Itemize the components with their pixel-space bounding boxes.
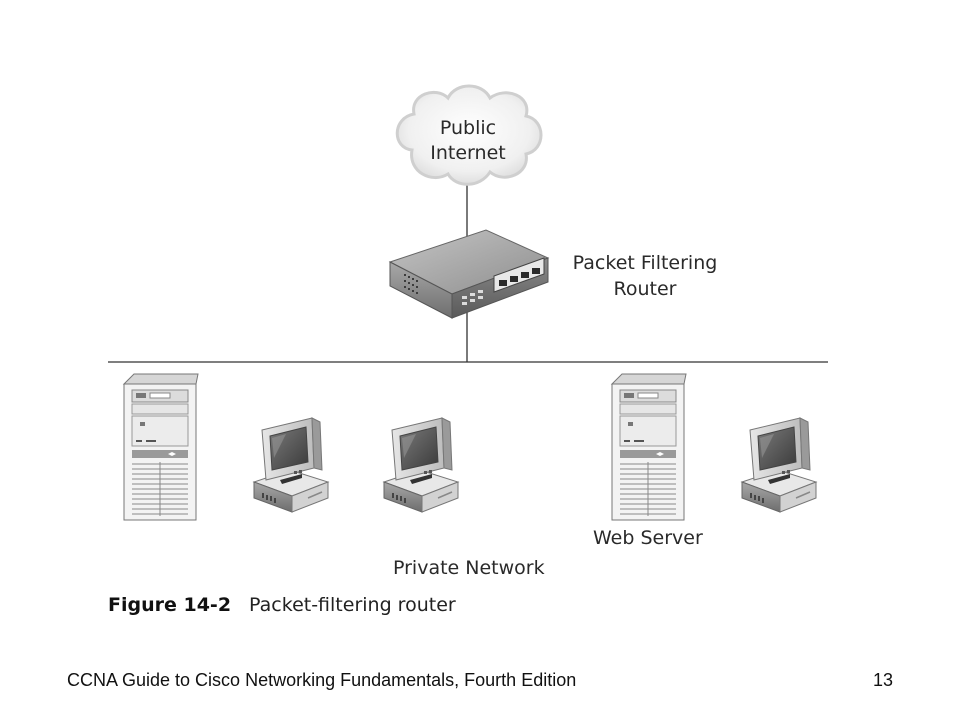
workstation-icon: [741, 417, 817, 513]
cloud-icon: [395, 84, 543, 186]
cloud-label-line-1: Public: [439, 117, 497, 139]
workstation-icon: [383, 417, 459, 513]
footer-page-number: 13: [873, 670, 894, 690]
figure-title: Packet-filtering router: [249, 594, 456, 616]
workstation-icon: [253, 417, 329, 513]
router-label-line-2: Router: [613, 278, 677, 300]
cloud-label: Public Internet: [418, 116, 518, 166]
figure-number: Figure 14-2: [108, 594, 232, 616]
router-icon: [388, 229, 550, 319]
web-server-label: Web Server: [593, 527, 703, 549]
figure-caption: Figure 14-2 Packet-filtering router: [108, 594, 456, 616]
server-icon: [611, 373, 687, 521]
router-label-line-1: Packet Filtering: [572, 252, 718, 274]
private-network-label: Private Network: [393, 557, 545, 579]
footer-book-title: CCNA Guide to Cisco Networking Fundament…: [67, 670, 577, 690]
cloud-label-line-2: Internet: [430, 142, 506, 164]
server-icon: [123, 373, 199, 521]
router-label: Packet Filtering Router: [560, 250, 730, 302]
